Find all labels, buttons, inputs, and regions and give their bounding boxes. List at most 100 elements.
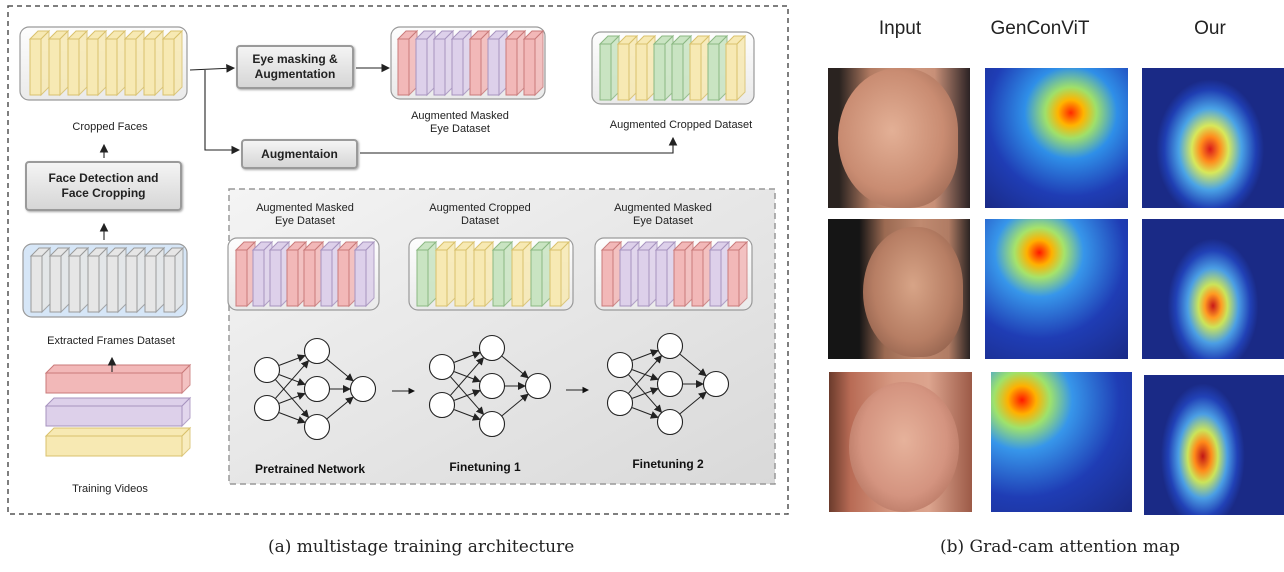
column-header-input: Input: [878, 18, 922, 39]
slab-side: [427, 240, 437, 308]
slab-side: [541, 240, 551, 308]
slab: [124, 38, 137, 96]
slab: [286, 249, 299, 307]
slab: [337, 249, 350, 307]
slab: [30, 255, 43, 313]
nn-edge: [631, 387, 659, 399]
nn-edge: [278, 392, 306, 404]
video-layer-side: [181, 363, 191, 395]
slab: [106, 255, 119, 313]
input-face-2: [828, 219, 970, 359]
slab: [487, 38, 500, 96]
nn-edge: [679, 353, 707, 377]
nn-edge: [453, 389, 481, 401]
column-header-our: Our: [1194, 18, 1226, 39]
finetuning-1-label: Finetuning 1: [449, 460, 521, 474]
slab: [433, 38, 446, 96]
pretrained-network-label: Pretrained Network: [254, 462, 366, 476]
nn-node: [656, 332, 684, 360]
nn-edge: [453, 409, 481, 421]
slab-side: [135, 29, 145, 97]
nn-node: [478, 410, 506, 438]
training-videos-stack: [44, 363, 192, 458]
training-videos-label: Training Videos: [72, 483, 148, 495]
our-map-1: [1142, 68, 1284, 208]
slab-side: [78, 29, 88, 97]
slab: [492, 249, 505, 307]
slab: [105, 38, 118, 96]
finetuning-2-network: [606, 332, 730, 436]
slab-side: [503, 240, 513, 308]
slab: [235, 249, 248, 307]
slab-side: [155, 246, 165, 314]
slab: [689, 43, 702, 101]
arrow-cropped-to-masking: [189, 63, 236, 73]
inner-cropped-stack: [415, 240, 571, 308]
slab: [303, 249, 316, 307]
slab: [125, 255, 138, 313]
slab-side: [154, 29, 164, 97]
nn-edge: [501, 393, 529, 417]
slab: [635, 43, 648, 101]
slab: [320, 249, 333, 307]
video-layer-top: [44, 397, 192, 407]
slab-side: [522, 240, 532, 308]
slab-side: [465, 240, 475, 308]
slab: [530, 249, 543, 307]
slab: [451, 38, 464, 96]
nn-node: [606, 389, 634, 417]
pretrained-network: [253, 337, 377, 441]
nn-node: [478, 334, 506, 362]
nn-node: [253, 356, 281, 384]
slab: [469, 38, 482, 96]
slab-side: [174, 246, 184, 314]
slab: [599, 43, 612, 101]
nn-node: [606, 351, 634, 379]
genconvit-map-1: [985, 68, 1128, 208]
nn-edge: [501, 355, 529, 379]
slab: [653, 43, 666, 101]
nn-edge: [278, 412, 306, 424]
finetuning-2-label: Finetuning 2: [632, 457, 704, 471]
slab: [655, 249, 668, 307]
slab: [671, 43, 684, 101]
arrow-cropped-to-augmentaion: [204, 70, 241, 155]
nn-node: [428, 391, 456, 419]
video-layer: [45, 405, 183, 427]
nn-edge: [628, 355, 663, 394]
slab: [416, 249, 429, 307]
slab-side: [40, 29, 50, 97]
slab: [511, 249, 524, 307]
slab-side: [173, 29, 183, 97]
slab: [67, 38, 80, 96]
nn-node: [656, 370, 684, 398]
inner-masked-stack-1: [234, 240, 376, 308]
slab-side: [59, 29, 69, 97]
cropped-faces-label: Cropped Faces: [72, 121, 148, 133]
video-layer-side: [181, 396, 191, 428]
slab: [68, 255, 81, 313]
eye-masking-line2: Augmentation: [254, 67, 336, 81]
slab: [673, 249, 686, 307]
slab: [637, 249, 650, 307]
slab-side: [98, 246, 108, 314]
video-layer-top: [44, 427, 192, 437]
slab: [269, 249, 282, 307]
extracted-frames-stack: [29, 246, 185, 314]
video-layer-top: [44, 364, 192, 374]
nn-edge: [631, 349, 659, 361]
nn-edge: [326, 396, 354, 420]
slab: [727, 249, 740, 307]
caption-a: (a) multistage training architecture: [268, 537, 575, 557]
slab: [435, 249, 448, 307]
slab: [709, 249, 722, 307]
augmentaion-box: Augmentaion: [241, 139, 358, 169]
slab-side: [484, 240, 494, 308]
video-layer: [45, 372, 183, 394]
slab: [415, 38, 428, 96]
column-header-genconvit: GenConViT: [990, 18, 1090, 39]
inner-masked-stack-2: [600, 240, 749, 308]
